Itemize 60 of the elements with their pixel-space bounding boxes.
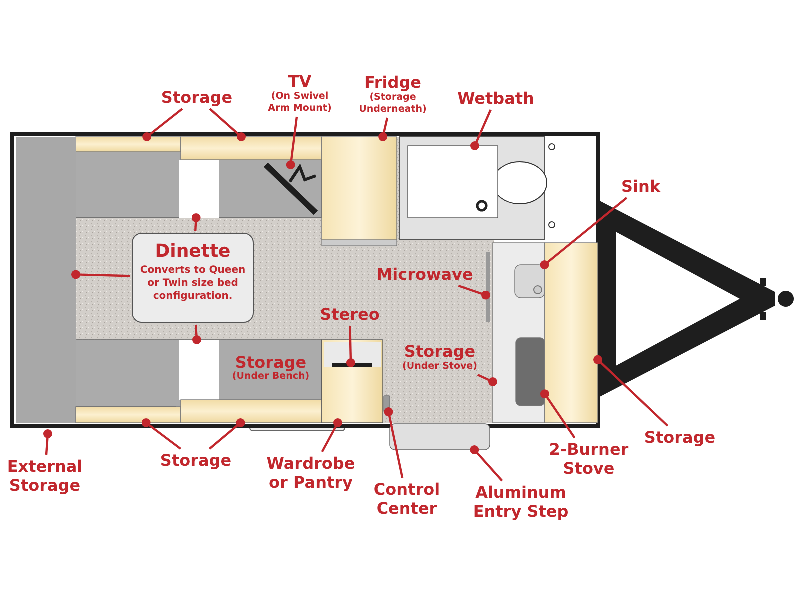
callout-note: (Under Stove) xyxy=(402,361,478,373)
kitchen-counter xyxy=(492,242,546,424)
entry-step xyxy=(390,424,490,450)
storage-compartment xyxy=(180,400,322,424)
leader-line xyxy=(594,355,669,427)
leader-line xyxy=(470,110,492,150)
leader-line xyxy=(44,430,52,456)
leader-line xyxy=(384,408,404,478)
callout-label: Sink xyxy=(621,177,661,196)
callout-card xyxy=(132,233,254,323)
callout-label: Wardrobe or Pantry xyxy=(266,454,356,492)
bed-platform xyxy=(16,137,76,423)
leader-line xyxy=(209,108,246,142)
callout-label: Control Center xyxy=(372,480,442,518)
storage-compartment xyxy=(544,242,598,424)
leader-line xyxy=(142,418,182,450)
leader-line xyxy=(346,326,356,368)
callout-label: Stereo xyxy=(320,305,380,324)
callout-label: 2-Burner Stove xyxy=(549,440,629,478)
callout-label: Fridge xyxy=(363,73,423,92)
callout-label: Storage xyxy=(403,342,477,361)
leader-line xyxy=(192,214,201,232)
callout-label: Wetbath xyxy=(458,89,534,108)
callout-note: Converts to Queen or Twin size bed configuration. xyxy=(139,264,247,303)
callout-note: (Under Bench) xyxy=(232,371,310,382)
callout-label: External Storage xyxy=(6,457,84,495)
shower-pan xyxy=(408,146,498,218)
leader-line xyxy=(72,270,130,280)
storage-compartment xyxy=(76,136,182,152)
callout-label: Storage xyxy=(160,451,232,470)
callout-label: Aluminum Entry Step xyxy=(472,483,570,521)
leader-line xyxy=(321,418,342,453)
floor-gap xyxy=(179,340,219,400)
floor-gap xyxy=(179,160,219,218)
leader-line xyxy=(142,108,184,142)
leader-line xyxy=(470,446,504,482)
leader-line xyxy=(209,418,246,450)
callout-note: (Storage Underneath) xyxy=(358,92,428,116)
callout-label: Microwave xyxy=(376,265,474,284)
leader-line xyxy=(477,374,498,386)
tv-mount-drawing xyxy=(264,162,318,216)
leader-line xyxy=(286,116,298,170)
storage-compartment xyxy=(76,406,182,424)
callout-label: Storage xyxy=(235,353,307,372)
leader-line xyxy=(540,390,576,439)
leader-line xyxy=(458,284,490,300)
wardrobe-cabinet xyxy=(322,340,384,424)
microwave-outline xyxy=(486,252,490,322)
callout-label: Storage xyxy=(644,428,716,447)
leader-line xyxy=(192,324,202,344)
leader-line xyxy=(378,118,389,142)
sink-basin xyxy=(514,264,546,298)
stereo-unit xyxy=(332,363,372,367)
callout-label: TV xyxy=(287,72,313,91)
stove-cooktop xyxy=(516,338,546,406)
storage-compartment xyxy=(180,136,322,160)
fridge-cabinet xyxy=(322,136,398,240)
callout-label: Storage xyxy=(161,88,233,107)
callout-label: Dinette xyxy=(154,240,232,264)
callout-note: (On Swivel Arm Mount) xyxy=(267,91,333,115)
